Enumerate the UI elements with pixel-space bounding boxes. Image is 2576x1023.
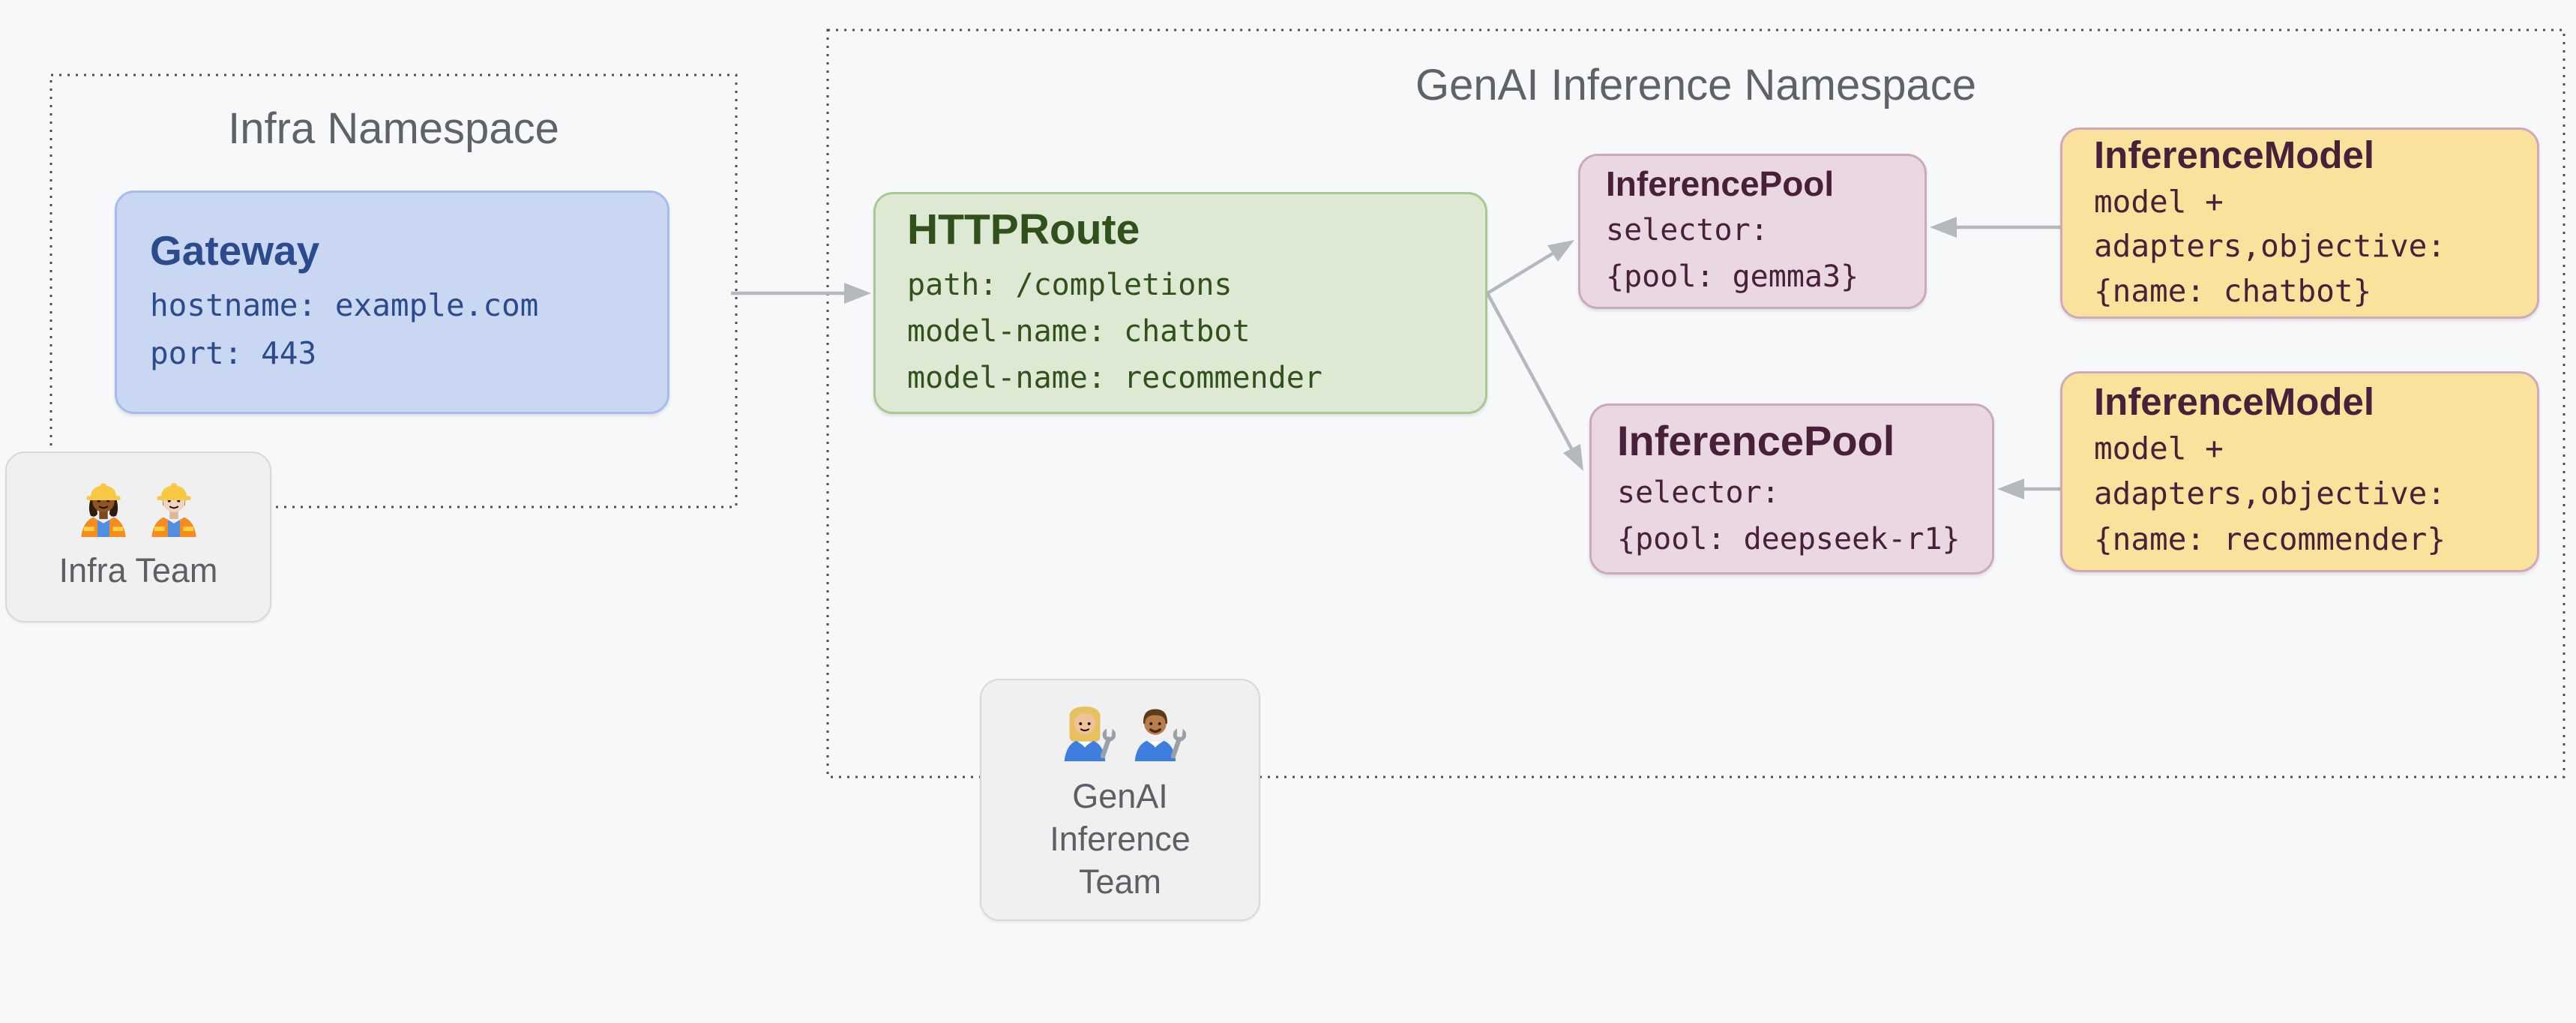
infra-team-box: Infra Team bbox=[5, 452, 271, 622]
infra-team-label: Infra Team bbox=[58, 551, 218, 590]
arrow-model-chatbot-to-pool-gemma3 bbox=[1930, 217, 2060, 238]
httproute-path-line: path: /completions bbox=[907, 268, 1233, 302]
model-chatbot-line-3: {name: chatbot} bbox=[2094, 272, 2372, 309]
httproute-node: HTTPRoute path: /completions model-name:… bbox=[873, 192, 1487, 414]
infra-namespace-border bbox=[49, 74, 738, 508]
woman-construction-worker-emoji bbox=[80, 483, 126, 537]
arrow-httproute-to-pool-deepseek bbox=[1486, 292, 1583, 471]
genai-team-emojis bbox=[1054, 700, 1186, 761]
model-recommender-line-2: adapters,objective: bbox=[2094, 475, 2446, 512]
arrow-model-recommender-to-pool-deepseek bbox=[1997, 478, 2060, 500]
genai-team-label: GenAI Inference Team bbox=[1050, 777, 1191, 902]
woman-mechanic-emoji bbox=[1064, 706, 1116, 761]
gateway-node: Gateway hostname: example.com port: 443 bbox=[115, 190, 669, 414]
inference-model-chatbot-title: InferenceModel bbox=[2094, 133, 2375, 176]
infra-namespace-title: Infra Namespace bbox=[228, 104, 559, 153]
arrow-httproute-to-pool-gemma3 bbox=[1486, 240, 1574, 295]
man-construction-worker-emoji bbox=[151, 483, 196, 537]
model-recommender-line-1: model + bbox=[2094, 430, 2224, 467]
inference-model-recommender-title: InferenceModel bbox=[2094, 380, 2375, 424]
genai-namespace-title: GenAI Inference Namespace bbox=[1415, 61, 1976, 110]
gateway-port-line: port: 443 bbox=[150, 335, 317, 371]
httproute-model-chatbot-line: model-name: chatbot bbox=[907, 314, 1251, 349]
man-mechanic-emoji bbox=[1134, 709, 1186, 761]
inference-pool-deepseek-title: InferencePool bbox=[1617, 416, 1895, 464]
gateway-title: Gateway bbox=[150, 227, 320, 274]
infra-team-emojis bbox=[73, 476, 205, 537]
inference-pool-gemma3-title: InferencePool bbox=[1606, 164, 1835, 203]
httproute-title: HTTPRoute bbox=[907, 206, 1140, 254]
pool-gemma3-value-line: {pool: gemma3} bbox=[1606, 259, 1859, 294]
arrow-gateway-to-httproute bbox=[731, 283, 871, 304]
model-chatbot-line-1: model + bbox=[2094, 183, 2224, 220]
model-chatbot-line-2: adapters,objective: bbox=[2094, 228, 2446, 265]
genai-namespace-border bbox=[826, 28, 2566, 778]
inference-model-recommender-node: InferenceModel model + adapters,objectiv… bbox=[2060, 371, 2539, 572]
inference-pool-deepseek-node: InferencePool selector: {pool: deepseek-… bbox=[1589, 404, 1994, 574]
gateway-hostname-line: hostname: example.com bbox=[150, 287, 539, 324]
model-recommender-line-3: {name: recommender} bbox=[2094, 521, 2446, 558]
genai-team-box: GenAI Inference Team bbox=[980, 679, 1260, 921]
pool-deepseek-selector-line: selector: bbox=[1617, 475, 1780, 510]
inference-pool-gemma3-node: InferencePool selector: {pool: gemma3} bbox=[1578, 154, 1927, 309]
pool-gemma3-selector-line: selector: bbox=[1606, 212, 1769, 248]
inference-model-chatbot-node: InferenceModel model + adapters,objectiv… bbox=[2060, 128, 2539, 319]
httproute-model-recommender-line: model-name: recommender bbox=[907, 361, 1322, 395]
pool-deepseek-value-line: {pool: deepseek-r1} bbox=[1617, 521, 1960, 556]
